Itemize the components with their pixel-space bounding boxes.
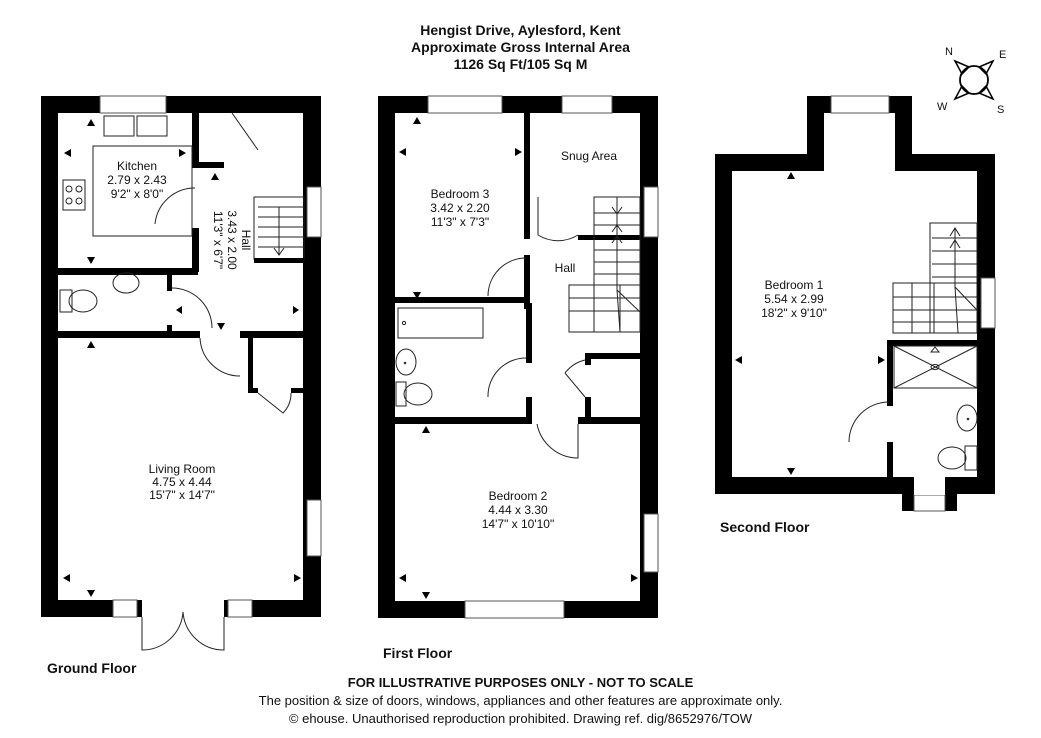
ground-floor-label: Ground Floor bbox=[47, 660, 137, 676]
kitchen-imperial: 9'2" x 8'0" bbox=[111, 187, 163, 201]
bedroom2-name: Bedroom 2 bbox=[489, 489, 548, 503]
living-room-name: Living Room bbox=[149, 462, 216, 476]
compass-rose-icon: N E W S bbox=[937, 46, 1006, 116]
ground-hall-imperial: 11'3" x 6'7" bbox=[211, 211, 225, 269]
bedroom1-metric: 5.54 x 2.99 bbox=[764, 292, 824, 306]
bedroom1-imperial: 18'2" x 9'10" bbox=[761, 306, 827, 320]
area-value: 1126 Sq Ft/105 Sq M bbox=[453, 56, 588, 72]
area-title: Approximate Gross Internal Area bbox=[411, 39, 630, 55]
bedroom3-imperial: 11'3" x 7'3" bbox=[431, 215, 489, 229]
bedroom3-name: Bedroom 3 bbox=[431, 187, 490, 201]
living-room-imperial: 15'7" x 14'7" bbox=[149, 488, 215, 502]
bedroom2-imperial: 14'7" x 10'10" bbox=[482, 517, 555, 531]
ground-hall-name: Hall bbox=[239, 230, 253, 251]
bedroom3-metric: 3.42 x 2.20 bbox=[430, 201, 490, 215]
disclaimer: FOR ILLUSTRATIVE PURPOSES ONLY - NOT TO … bbox=[347, 675, 694, 690]
plan-header: Hengist Drive, Aylesford, Kent Approxima… bbox=[0, 22, 1041, 73]
first-floor-label: First Floor bbox=[383, 645, 453, 661]
living-room-metric: 4.75 x 4.44 bbox=[152, 475, 212, 489]
snug-area-name: Snug Area bbox=[561, 149, 617, 163]
first-floor-plan: Bedroom 3 3.42 x 2.20 11'3" x 7'3" Snug … bbox=[378, 95, 659, 619]
first-hall-name: Hall bbox=[555, 261, 576, 275]
plan-footer: FOR ILLUSTRATIVE PURPOSES ONLY - NOT TO … bbox=[0, 674, 1041, 728]
compass-w: W bbox=[937, 101, 948, 113]
ground-floor-plan: Kitchen 2.79 x 2.43 9'2" x 8'0" Hall 3.4… bbox=[41, 95, 322, 651]
compass-s: S bbox=[997, 104, 1004, 116]
bedroom2-metric: 4.44 x 3.30 bbox=[488, 503, 548, 517]
compass-n: N bbox=[945, 46, 953, 58]
kitchen-name: Kitchen bbox=[117, 159, 157, 173]
second-floor-label: Second Floor bbox=[720, 519, 810, 535]
copyright-note: © ehouse. Unauthorised reproduction proh… bbox=[288, 711, 753, 726]
address-title: Hengist Drive, Aylesford, Kent bbox=[420, 22, 621, 38]
ground-hall-metric: 3.43 x 2.00 bbox=[225, 210, 239, 270]
approximation-note: The position & size of doors, windows, a… bbox=[258, 693, 783, 708]
second-floor-plan: Bedroom 1 5.54 x 2.99 18'2" x 9'10" bbox=[715, 95, 996, 512]
kitchen-metric: 2.79 x 2.43 bbox=[107, 173, 167, 187]
bedroom1-name: Bedroom 1 bbox=[765, 278, 824, 292]
compass-e: E bbox=[999, 49, 1006, 61]
